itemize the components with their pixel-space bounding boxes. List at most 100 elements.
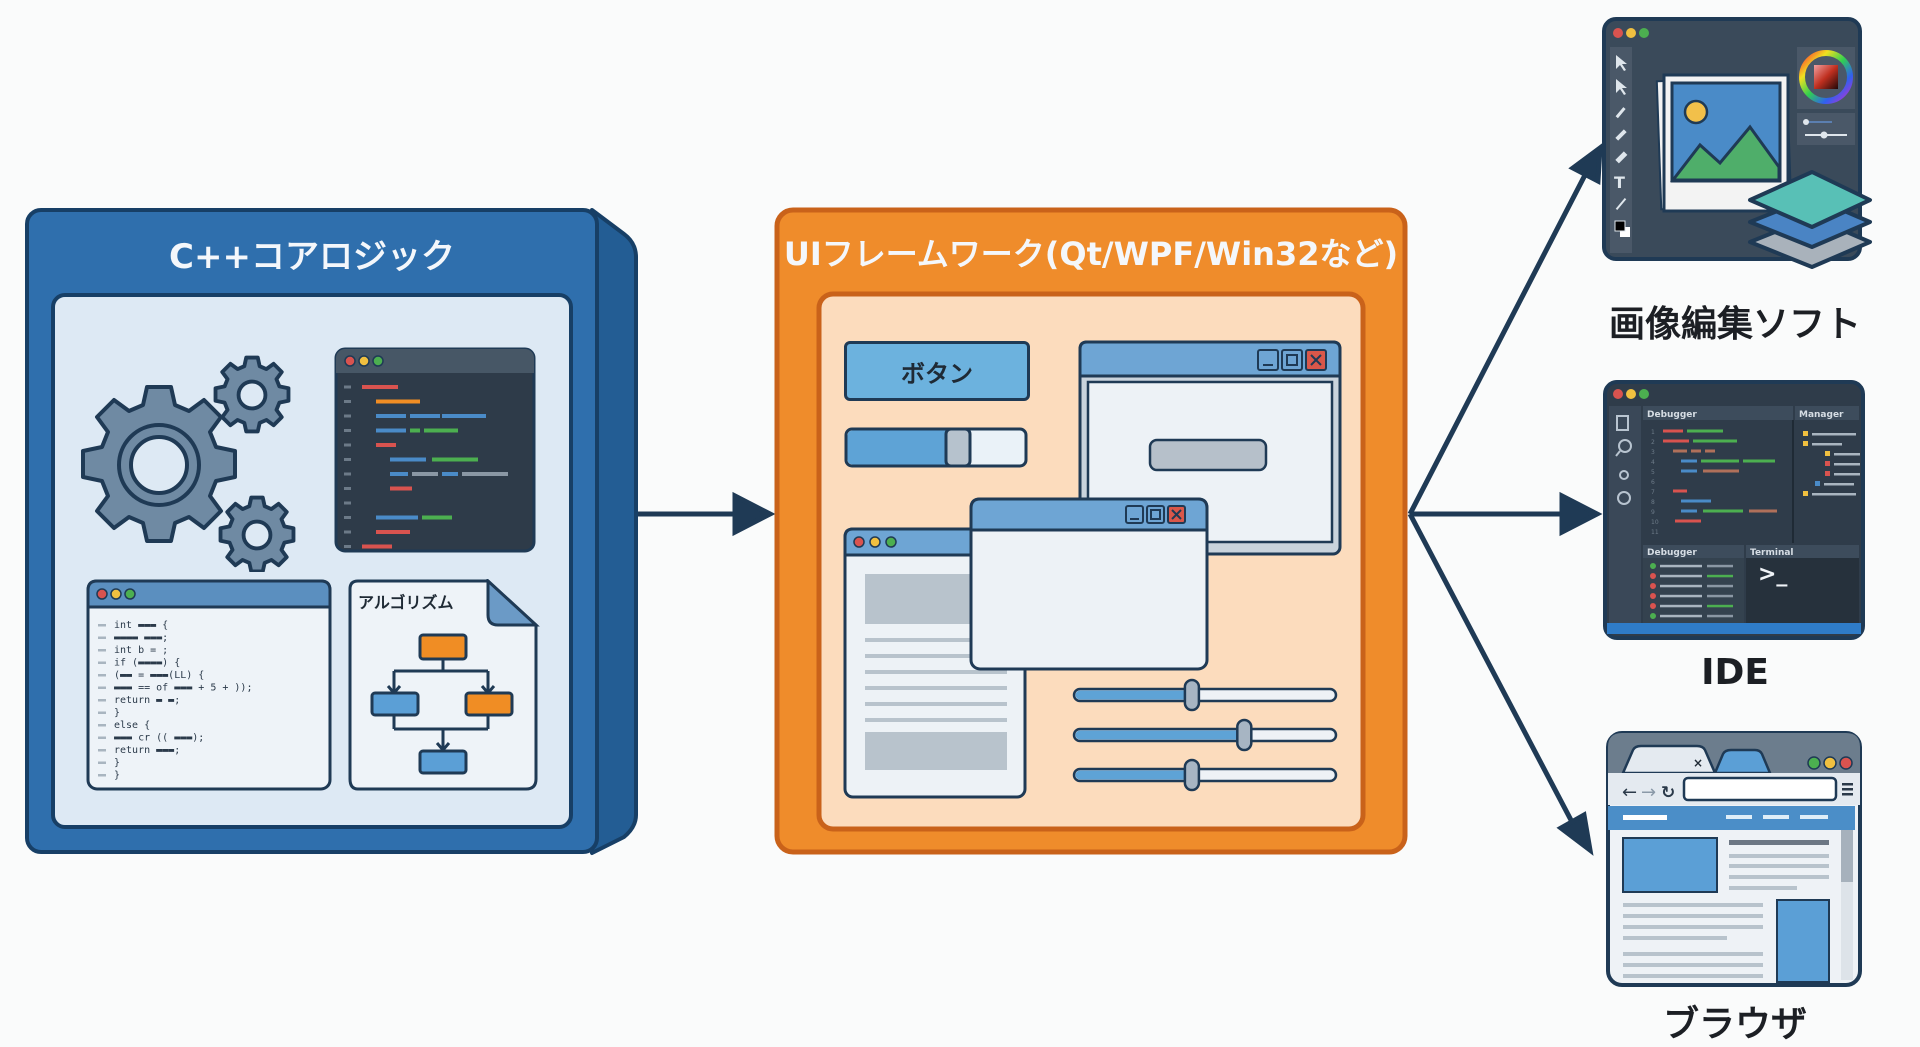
algorithm-document [348,579,540,791]
ui-framework-box: UIフレームワーク(Qt/WPF/Win32など) ボタン [774,207,1408,857]
code-token [376,515,418,520]
code-token [1675,519,1701,523]
line-number [344,414,351,418]
code-token [422,515,452,520]
large-gear-icon [81,385,237,543]
code-token [1705,449,1715,453]
code-token [376,399,420,404]
close-dot-icon [1613,28,1623,38]
slider-fill [1075,690,1194,700]
code-token [1663,439,1689,443]
maximize-dot-icon [1807,756,1821,770]
debug-status-dot [1650,573,1656,579]
line-number [344,530,351,534]
code-token [410,428,420,433]
page-fold-icon [486,579,540,627]
sample-button[interactable]: ボタン [844,341,1030,401]
tree-label [1834,453,1860,456]
line-number [344,400,351,403]
line-number: 3 [1651,449,1655,456]
tool-icons: T [1614,55,1630,237]
code-token [390,457,426,462]
line-number: 10 [1651,519,1659,526]
minimize-dot-icon [869,536,881,548]
code-line: else { [114,720,150,731]
toggle-knob [944,427,972,468]
browser-tab-active [1621,744,1717,775]
layers-icon [1748,170,1872,269]
image-editor-app: T [1602,17,1872,269]
ide-status-bar [1607,623,1861,634]
code-token [376,530,410,534]
browser-tab-inactive [1713,748,1772,775]
direct-select-icon [1616,79,1627,95]
dark-code-editor [334,347,536,553]
tool-palette [1610,47,1632,253]
browser-app: × ← → ↻ [1606,731,1862,987]
bg-color-icon [1620,227,1630,237]
ide-panel-terminal: Terminal [1750,548,1794,558]
tree-label [1824,483,1854,486]
code-token [1703,509,1743,513]
source-control-icon [1619,470,1629,480]
tree-label [1812,443,1842,446]
files-icon [1616,415,1629,431]
small-gear-bottom-icon [218,495,296,572]
code-token [412,472,438,476]
code-token [390,472,408,476]
line-number: 11 [1651,529,1659,536]
line-number: 2 [1651,439,1655,446]
sample-toggle-slider[interactable] [844,425,1030,471]
brush-icon [1615,129,1627,141]
ide-tab-debugger: Debugger [1647,410,1697,420]
arrowhead-core-to-framework [732,491,776,537]
line-number [98,724,106,727]
line-number: 5 [1651,469,1655,476]
line-number [98,636,106,639]
tree-icon [1803,441,1808,446]
code-token [376,428,406,433]
line-number [344,487,351,490]
minimize-icon [1257,349,1279,371]
maximize-dot-icon [1639,28,1649,38]
debug-status-dot [1650,613,1656,619]
code-token [1681,499,1711,503]
line-number [98,661,106,664]
slider-group[interactable] [1069,677,1349,807]
code-token [1749,509,1777,513]
code-token [442,414,486,418]
code-token [1681,459,1697,463]
arrowhead-image-editor [1568,142,1603,185]
line-number [344,545,351,548]
line-number [98,774,106,777]
line-number: 7 [1651,489,1655,496]
extensions-icon [1617,491,1631,505]
minimize-dot-icon [358,355,370,367]
slider-thumb [1183,758,1201,792]
code-line: } [114,758,120,769]
code-line: return ▬ ▬; [114,695,180,706]
code-line: int b = ; [114,645,168,656]
tree-icon [1815,481,1820,486]
maximize-dot-icon [372,355,384,367]
line-number: 1 [1651,429,1655,436]
ui-framework-title: UIフレームワーク(Qt/WPF/Win32など) [783,235,1399,273]
tree-icon [1803,491,1808,496]
line-number [98,736,106,739]
code-line: } [114,708,120,719]
code-line: if (▬▬▬▬) { [114,658,180,669]
line-number [98,686,106,689]
code-token [1681,469,1697,473]
maximize-dot-icon [885,536,897,548]
slider-thumb [1236,718,1253,752]
line-number [98,624,106,627]
code-token [1743,459,1775,463]
line-number [344,443,351,447]
line-number: 4 [1651,459,1655,466]
code-token [362,544,392,549]
ide-file-tree [1803,431,1860,496]
code-token [1703,469,1739,473]
code-lines: int ▬▬▬ { ▬▬▬▬ ▬▬▬; int b = ; if (▬▬▬▬) … [98,620,252,781]
tree-label [1812,493,1856,496]
